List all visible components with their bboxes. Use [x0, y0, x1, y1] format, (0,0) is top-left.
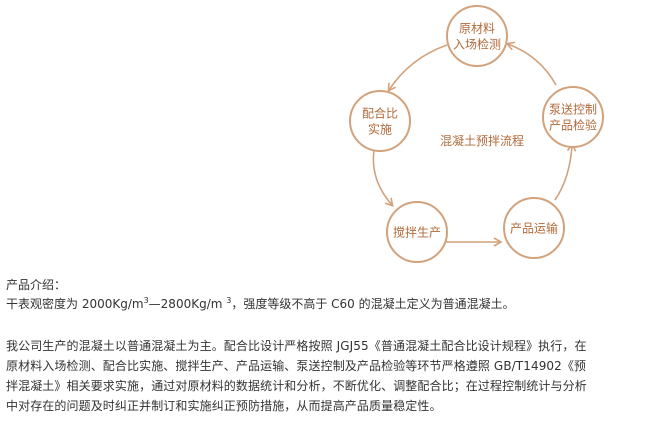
process-flow-diagram: 原材料 入场检测 配合比 实施 泵送控制 产品检验 搅拌生产 产品运输 混凝土预… [349, 5, 604, 263]
desc-line: 拌混凝土》相关要求实施，通过对原材料的数据统计和分析，不断优化、调整配合比；在过… [6, 379, 587, 393]
node-pump-line-1: 泵送控制 [549, 102, 597, 117]
node-raw-line-1: 原材料 [459, 22, 495, 36]
intro-text-b: —2800Kg/m [148, 297, 227, 311]
product-intro: 产品介绍： 干表观密度为 2000Kg/m3—2800Kg/m 3，强度等级不高… [6, 276, 636, 314]
intro-text-a: 干表观密度为 2000Kg/m [6, 297, 144, 311]
intro-density-line: 干表观密度为 2000Kg/m3—2800Kg/m 3，强度等级不高于 C60 … [6, 295, 636, 314]
arrow-mix-to-produce [372, 149, 394, 207]
arrow-transport-to-pump [554, 142, 577, 201]
intro-title: 产品介绍： [6, 278, 67, 292]
diagram-center-label: 混凝土预拌流程 [440, 133, 524, 148]
node-transport-line-1: 产品运输 [510, 221, 558, 236]
node-mix-line-1: 配合比 [362, 106, 398, 121]
desc-line: 原材料入场检测、配合比实施、搅拌生产、产品运输、泵送控制及产品检验等环节严格遵照… [6, 359, 587, 373]
desc-line: 我公司生产的混凝土以普通混凝土为主。配合比设计严格按照 JGJ55《普通混凝土配… [6, 339, 587, 353]
arrow-pump-to-raw [505, 41, 557, 86]
intro-sup-b: 3 [226, 296, 232, 305]
node-mix-line-2: 实施 [368, 122, 392, 137]
intro-sup-a: 3 [143, 296, 149, 305]
arrow-raw-to-mix [387, 44, 448, 93]
node-mixing-production: 搅拌生产 [386, 201, 448, 263]
node-raw-material-inspection: 原材料 入场检测 [446, 5, 508, 67]
node-pumping-and-inspection: 泵送控制 产品检验 [542, 86, 604, 148]
node-raw-line-2: 入场检测 [453, 37, 501, 52]
product-description: 我公司生产的混凝土以普通混凝土为主。配合比设计严格按照 JGJ55《普通混凝土配… [6, 336, 636, 416]
node-product-transport: 产品运输 [503, 197, 565, 259]
node-produce-line-1: 搅拌生产 [393, 225, 441, 240]
desc-line: 中对存在的问题及时纠正并制订和实施纠正预防措施，从而提高产品质量稳定性。 [6, 399, 442, 413]
node-pump-line-2: 产品检验 [549, 118, 597, 133]
intro-text-c: ，强度等级不高于 C60 的混凝土定义为普通混凝土。 [231, 297, 515, 311]
node-mix-ratio-implementation: 配合比 实施 [349, 90, 411, 152]
